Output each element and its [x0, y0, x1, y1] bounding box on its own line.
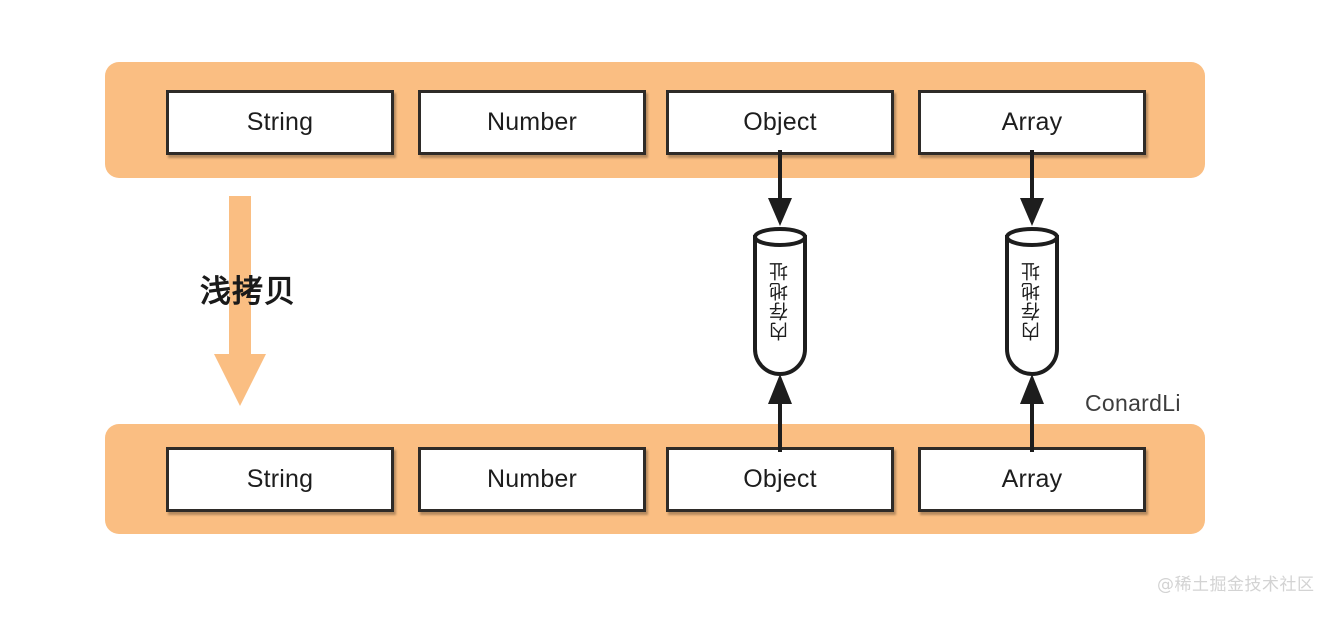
connector-source-array-to-memory — [1020, 150, 1044, 226]
source-box-number-label: Number — [486, 108, 578, 136]
source-box-array[interactable]: Array — [918, 90, 1146, 155]
source-box-object[interactable]: Object — [666, 90, 894, 155]
source-box-number[interactable]: Number — [418, 90, 646, 155]
copy-box-array-label: Array — [1001, 465, 1063, 493]
shallow-copy-arrow-icon — [214, 196, 266, 406]
source-box-object-label: Object — [743, 108, 817, 136]
cylinder-icon — [753, 227, 807, 376]
connector-copy-array-to-memory — [1020, 374, 1044, 452]
site-watermark: @稀土掘金技术社区 — [1157, 575, 1315, 595]
copy-box-array[interactable]: Array — [918, 447, 1146, 512]
copy-box-object[interactable]: Object — [666, 447, 894, 512]
source-box-array-label: Array — [1001, 108, 1063, 136]
cylinder-icon — [1005, 227, 1059, 376]
connector-copy-object-to-memory — [768, 374, 792, 452]
memory-address-cylinder-array: 内存地址 — [1003, 225, 1061, 377]
copy-box-object-label: Object — [743, 465, 817, 493]
author-signature: ConardLi — [1085, 390, 1181, 416]
memory-address-cylinder-object: 内存地址 — [751, 225, 809, 377]
copy-box-string-label: String — [246, 465, 314, 493]
connector-source-object-to-memory — [768, 150, 792, 226]
copy-box-number[interactable]: Number — [418, 447, 646, 512]
copy-box-number-label: Number — [486, 465, 578, 493]
copy-box-string[interactable]: String — [166, 447, 394, 512]
source-box-string[interactable]: String — [166, 90, 394, 155]
source-box-string-label: String — [246, 108, 314, 136]
shallow-copy-label: 浅拷贝 — [200, 274, 296, 310]
